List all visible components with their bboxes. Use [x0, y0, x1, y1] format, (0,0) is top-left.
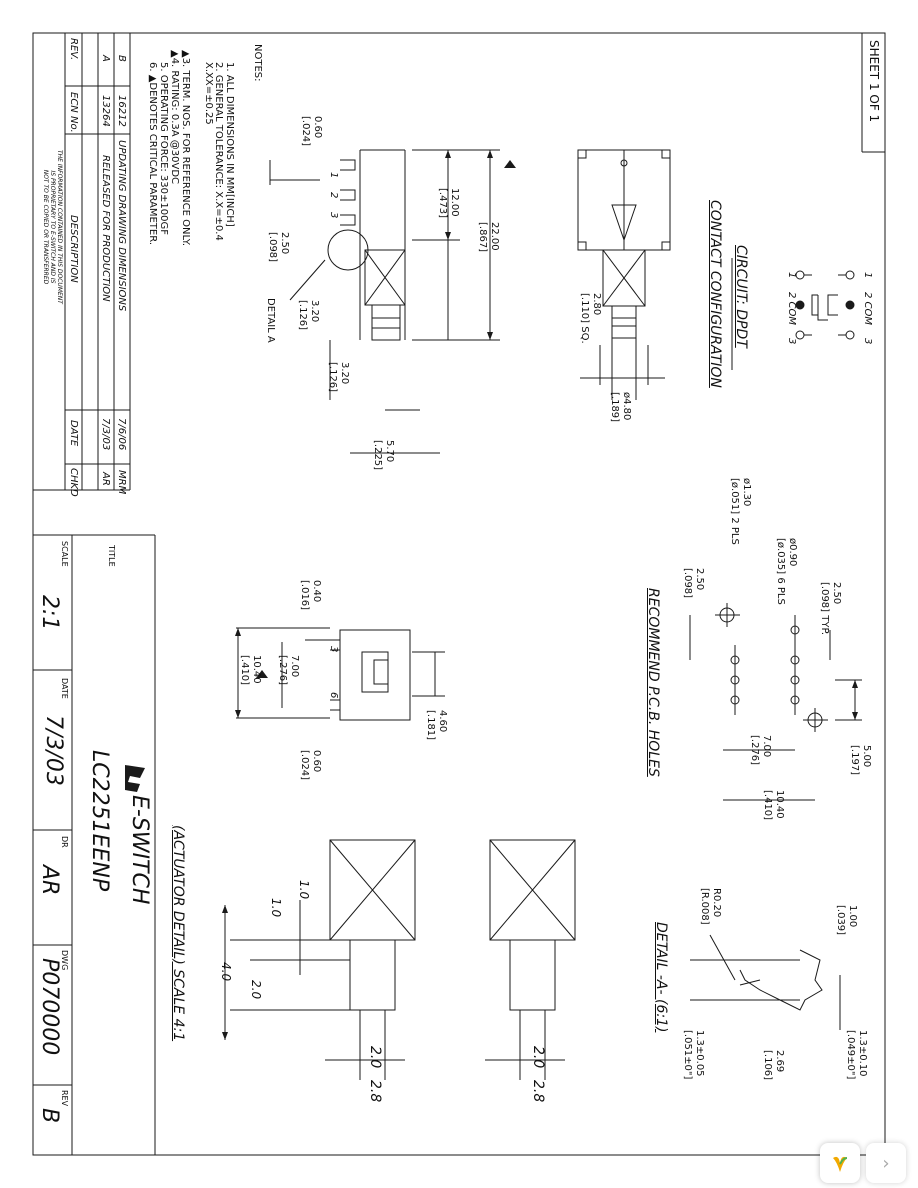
- part-number: LC2251EENP: [87, 750, 112, 892]
- dim-label: 2.69 [.106]: [762, 1050, 785, 1081]
- dim-label: 2.50 [.098]: [682, 568, 705, 599]
- dim-label: 4.60 [.181]: [425, 710, 448, 741]
- terminal-label: 3: [786, 338, 797, 345]
- note-line: 6. ▲DENOTES CRITICAL PARAMETER.: [147, 62, 158, 246]
- dim-label: 22.00 [.867]: [477, 222, 500, 253]
- pcb-title: RECOMMEND P.C.B. HOLES: [645, 588, 661, 777]
- circuit-label: CIRCUIT: DPDT: [733, 245, 749, 348]
- note-line: ▲3. TERM. NOS. FOR REFERENCE ONLY.: [180, 50, 191, 246]
- dr-value: AR: [37, 865, 62, 896]
- detail-a-circle: [327, 229, 369, 271]
- rev-header-ecn: ECN No.: [68, 92, 79, 133]
- dim-label: 0.60 [.024]: [300, 116, 323, 147]
- detail-a-callout: DETAIL A: [265, 298, 276, 343]
- terminal-label: 2 COM: [862, 292, 873, 326]
- app-logo-icon: [833, 1156, 848, 1172]
- dim-label: 1.0: [297, 880, 311, 900]
- term-no: 1: [328, 172, 339, 179]
- dim-label: 2.0: [249, 980, 263, 1000]
- dim-label: ø1.30 [ø.051] 2 PLS: [729, 478, 752, 545]
- date-value: 7/3/03: [41, 715, 66, 786]
- terminal-label: 3: [862, 338, 873, 345]
- title-label: TITLE: [107, 545, 116, 567]
- chevron-right-icon: ›: [882, 1152, 890, 1174]
- critical-triangle: [504, 160, 516, 168]
- rev-row-b-date: 7/6/06: [116, 418, 127, 451]
- rev-row-b-desc: UPDATING DRAWING DIMENSIONS: [116, 140, 127, 312]
- actuator-title: (ACTUATOR DETAIL) SCALE 4:1: [170, 825, 186, 1042]
- dim-label: 12.00 [.473]: [437, 188, 460, 219]
- dim-label: 0.40 [.016]: [299, 580, 322, 611]
- note-line: 2. GENERAL TOLERANCE: X.X=±0.4: [213, 62, 224, 241]
- rev-header-desc: DESCRIPTION: [68, 215, 79, 283]
- rev-row-a-rev: A: [100, 55, 111, 62]
- dim-label: 1.3±0.10 [.049±0"]: [845, 1030, 868, 1080]
- date-label: DATE: [60, 678, 69, 699]
- rev-header-date: DATE: [68, 420, 79, 447]
- dim-label: 2.0: [367, 1046, 383, 1069]
- dim-label: 2.8: [367, 1080, 383, 1103]
- terminal-label: 1: [862, 272, 873, 279]
- dim-label: 2.50 [.098] TYP.: [819, 582, 842, 636]
- viewer-app-button[interactable]: [820, 1143, 860, 1183]
- detail-a-title: DETAIL -A- (6:1): [653, 922, 669, 1033]
- dim-label: ø4.80 [.189]: [609, 392, 632, 423]
- dim-label: 10.40 [.410]: [762, 790, 785, 821]
- term-no: 6: [328, 692, 339, 699]
- rev-row-a-ecn: 13264: [100, 95, 111, 127]
- notes-heading: NOTES:: [252, 44, 263, 82]
- sheet-number: SHEET 1 OF 1: [867, 40, 881, 123]
- rev-label: REV: [60, 1090, 69, 1107]
- dim-label: ø0.90 [ø.035] 6 PLS: [775, 538, 798, 605]
- dim-label: 3.20 [.126]: [327, 362, 350, 393]
- rev-value: B: [37, 1108, 62, 1124]
- dim-label: 2.50 [.098]: [267, 232, 290, 263]
- note-line: ▲4. RATING: 0.3A @30VDC: [169, 50, 180, 185]
- term-no: 3: [328, 212, 339, 219]
- note-line: 1. ALL DIMENSIONS IN MM[INCH]: [224, 62, 235, 227]
- dim-label: 2.80 [.110] SQ.: [579, 293, 602, 344]
- rev-row-a-desc: RELEASED FOR PRODUCTION: [100, 155, 111, 302]
- sheet-border: [32, 32, 886, 1156]
- dim-label: 7.00 [.276]: [277, 655, 300, 686]
- dim-label: 1.3±0.05 [.051±0"]: [682, 1030, 705, 1080]
- dim-label: 1.0: [269, 898, 283, 918]
- rev-header-chkd: CHKD: [68, 468, 79, 497]
- term-no: 2: [328, 192, 339, 199]
- dim-label: 4.0: [219, 962, 233, 982]
- dim-label: 0.60 [.024]: [299, 750, 322, 781]
- dim-label: 2.0: [530, 1046, 546, 1069]
- dim-label: 1.00 [.039]: [835, 905, 858, 936]
- dim-label: 3.20 [.126]: [297, 300, 320, 331]
- rev-row-b-chkd: MRM: [116, 470, 127, 495]
- dim-label: 10.40 [.410]: [239, 655, 262, 686]
- dim-label: 5.70 [.225]: [372, 440, 395, 471]
- rev-header-rev: REV.: [68, 38, 79, 61]
- dim-label: 5.00 [.197]: [849, 745, 872, 776]
- rev-row-b-ecn: 16212: [116, 95, 127, 127]
- next-page-button[interactable]: ›: [866, 1143, 906, 1183]
- rev-row-a-date: 7/3/03: [100, 418, 111, 451]
- terminal-label: 1: [786, 272, 797, 279]
- proprietary-notice: THE INFORMATION CONTAINED IN THIS DOCUME…: [41, 150, 63, 304]
- rev-row-a-chkd: AR: [100, 472, 111, 486]
- dwg-value: P070000: [37, 958, 62, 1056]
- logo-text: E-SWITCH: [127, 795, 152, 905]
- term-no: 3: [328, 646, 339, 653]
- scale-value: 2:1: [37, 595, 62, 631]
- note-line: 5. OPERATING FORCE: 330±100GF: [158, 62, 169, 235]
- contact-config-title: CONTACT CONFIGURATION: [707, 200, 723, 388]
- dim-label: R0.20 [R.008]: [699, 888, 722, 925]
- e-switch-logo: [125, 765, 145, 792]
- note-line: X.XX=±0.25: [203, 62, 214, 125]
- end-view-body: [339, 629, 411, 721]
- terminal-label: 2 COM: [786, 292, 797, 326]
- dim-label: 7.00 [.276]: [749, 735, 772, 766]
- dr-label: DR: [60, 836, 69, 848]
- rev-row-b-rev: B: [116, 55, 127, 62]
- dim-label: 2.8: [530, 1080, 546, 1103]
- scale-label: SCALE: [60, 541, 69, 567]
